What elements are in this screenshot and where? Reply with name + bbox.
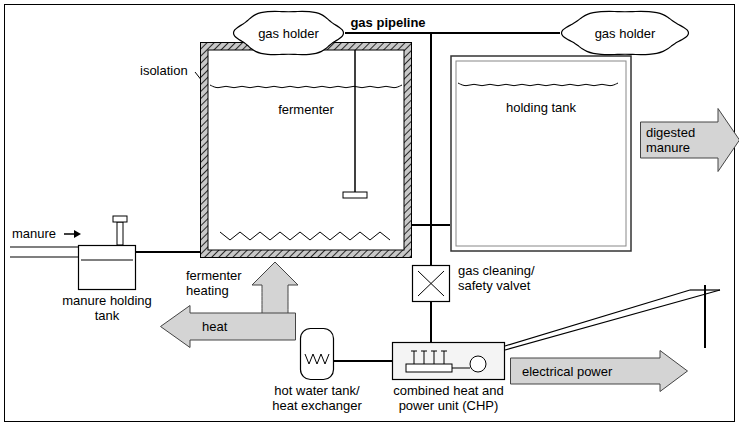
manure-inlet-pipe (10, 247, 78, 257)
fermenter-tank-outline (200, 42, 412, 258)
chp-unit: combined heat and power unit (CHP) (392, 342, 505, 380)
gas-holder: gas holder (560, 8, 690, 58)
node-text: heat (202, 319, 227, 334)
node-text: gas holder (258, 26, 319, 41)
heat-arrow: heat (160, 305, 296, 348)
hot-water-tank: hot water tank/ heat exchanger (300, 328, 334, 380)
inlet-riser (113, 216, 127, 245)
annotation-label: fermenter heating (186, 268, 248, 298)
holding-tank-outline (450, 55, 632, 252)
hot-water-tank-outline (300, 328, 334, 380)
pipe-connector (334, 360, 392, 362)
annotation-label: isolation (140, 63, 188, 78)
node-text: gas holder (595, 26, 656, 41)
holding-tank: holding tank (450, 55, 632, 252)
pipe-connector (136, 251, 200, 253)
fermenter-tank: fermenter (200, 42, 412, 258)
gas-holder: gas holder (232, 8, 345, 58)
output-arrow: digested manure (640, 108, 739, 172)
gas-cleaning-unit: gas cleaning/ safety valvet (412, 265, 450, 302)
manure-holding-tank: manure holding tank (78, 245, 136, 290)
power-arrow: electrical power (510, 350, 688, 392)
node-text: combined heat and power unit (CHP) (391, 383, 507, 413)
chp-unit-outline (392, 342, 505, 380)
heat-curve-arrow (252, 262, 298, 318)
manure-flow-arrow (64, 230, 81, 238)
node-text: hot water tank/ heat exchanger (267, 383, 367, 413)
frame (5, 5, 735, 422)
manure-holding-tank-outline (78, 245, 136, 290)
node-text: electrical power (522, 364, 612, 379)
node-text: digested manure (646, 125, 712, 155)
edge-label: gas pipeline (348, 15, 427, 30)
node-text: holding tank (506, 100, 576, 115)
gas-cleaning-unit-outline (412, 265, 450, 302)
annotation-label: manure (12, 226, 56, 241)
node-text: fermenter (278, 102, 334, 117)
pipe-connector (430, 302, 432, 342)
node-text: gas cleaning/ safety valvet (458, 263, 553, 293)
node-text: manure holding tank (57, 293, 157, 323)
power-pole (505, 285, 720, 350)
heat-arrow-outline (160, 305, 296, 348)
